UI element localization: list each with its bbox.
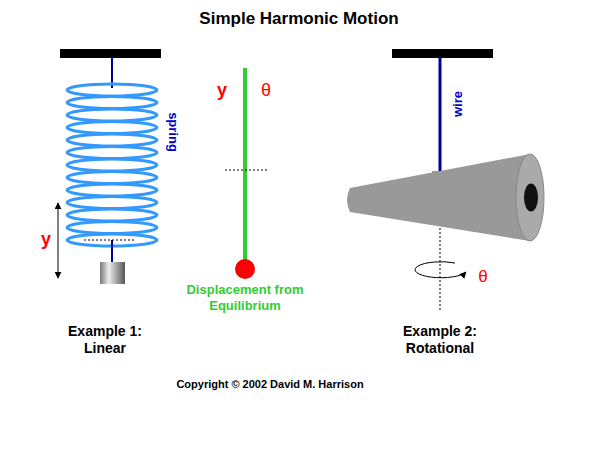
coil-turn [67, 172, 157, 184]
body-end [516, 154, 544, 241]
coil-turn [67, 97, 157, 109]
part-label: wire [450, 91, 466, 117]
coil-turn [67, 197, 157, 209]
coil-turn [67, 159, 157, 171]
displacement-bar [243, 68, 247, 262]
equilibrium-line [225, 170, 268, 171]
rotation-axis [440, 228, 441, 312]
coil-turn [67, 184, 157, 196]
ceiling-bar [60, 49, 161, 58]
displacement-arrow [58, 203, 59, 278]
spring-coil [67, 84, 157, 246]
rotation-arrow [415, 262, 466, 278]
coil-turn [67, 109, 157, 121]
variable-label: y [217, 80, 227, 102]
coil-turn [67, 209, 157, 221]
indicator-label: Displacement from Equilibrium [178, 282, 313, 313]
example-label: Example 2: Rotational [385, 323, 495, 357]
part-label: spring [165, 112, 181, 152]
copyright-note: Copyright © 2002 David M. Harrison [176, 378, 363, 391]
mass [100, 262, 125, 284]
coil-turn [67, 147, 157, 159]
example-label: Example 1: Linear [58, 323, 153, 357]
variable-label: θ [478, 267, 487, 287]
indicator-dot [235, 259, 255, 279]
ceiling-bar [392, 49, 493, 58]
equilibrium-line [84, 240, 136, 241]
coil-turn [67, 222, 157, 234]
variable-label: y [41, 229, 51, 251]
body-hole [524, 184, 538, 212]
coil-turn [67, 134, 157, 146]
variable-label: θ [261, 80, 271, 102]
wire-clamp [432, 171, 449, 181]
title: Simple Harmonic Motion [199, 9, 398, 29]
rotating-body [347, 154, 530, 241]
torsion-wire [439, 58, 442, 173]
mass-hook [111, 240, 113, 262]
coil-turn [67, 122, 157, 134]
coil-turn [67, 84, 157, 96]
